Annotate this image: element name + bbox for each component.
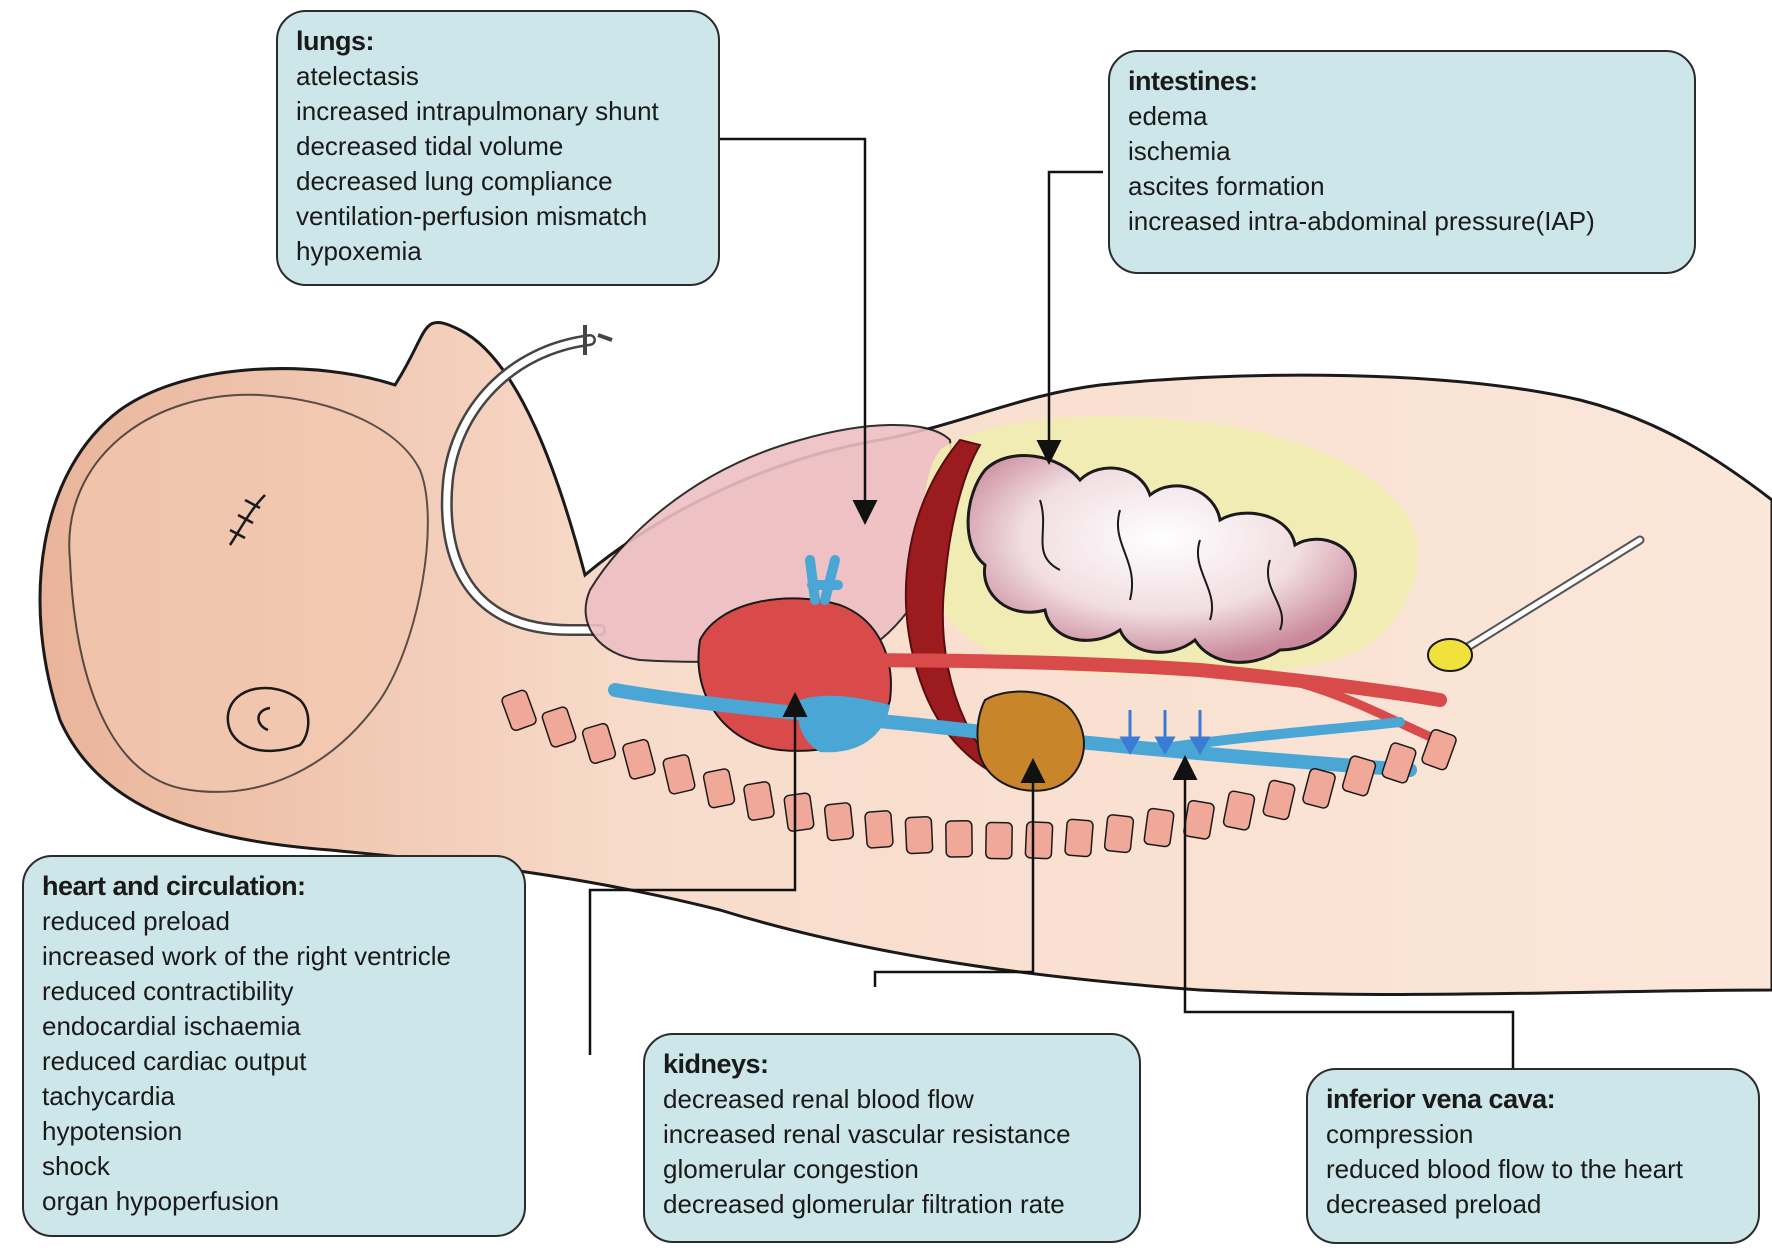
ivc-list: compression reduced blood flow to the hea… xyxy=(1326,1117,1740,1222)
list-item: reduced cardiac output xyxy=(42,1046,307,1076)
vena-cava xyxy=(608,683,1417,777)
list-item: ventilation-perfusion mismatch xyxy=(296,201,648,231)
ear-icon xyxy=(226,686,310,753)
list-item: decreased lung compliance xyxy=(296,166,613,196)
inferior-vena-cava-box: inferior vena cava: compression reduced b… xyxy=(1306,1068,1760,1244)
aortic-arch xyxy=(805,555,843,605)
vertebra xyxy=(864,810,894,849)
list-item: reduced preload xyxy=(42,906,230,936)
heart-and-circulation-box: heart and circulation: reduced preload in… xyxy=(22,855,526,1237)
vertebra xyxy=(945,820,973,858)
vertebra xyxy=(702,768,736,809)
vertebra xyxy=(783,792,815,832)
aorta xyxy=(793,653,1447,707)
list-item: decreased renal blood flow xyxy=(663,1084,974,1114)
list-item: increased intrapulmonary shunt xyxy=(296,96,659,126)
vertebra xyxy=(541,706,577,748)
list-item: increased renal vascular resistance xyxy=(663,1119,1071,1149)
ivc-title: inferior vena cava: xyxy=(1326,1084,1556,1114)
list-item: increased intra-abdominal pressure(IAP) xyxy=(1128,206,1595,236)
list-item: organ hypoperfusion xyxy=(42,1186,280,1216)
vertebra xyxy=(1222,790,1256,831)
intestines xyxy=(966,454,1357,664)
list-item: increased work of the right ventricle xyxy=(42,941,451,971)
list-item: ischemia xyxy=(1128,136,1231,166)
list-item: hypotension xyxy=(42,1116,183,1146)
list-item: edema xyxy=(1128,101,1208,131)
list-item: ascites formation xyxy=(1128,171,1325,201)
vertebra xyxy=(1302,767,1336,809)
vertebra xyxy=(1421,728,1457,771)
vertebra xyxy=(823,802,855,842)
intestines-list: edema ischemia ascites formation increased … xyxy=(1128,99,1676,239)
list-item: reduced contractibility xyxy=(42,976,294,1006)
pressure-arrows-icon xyxy=(1119,710,1211,756)
heart-list: reduced preload increased work of the rig… xyxy=(42,904,506,1219)
lungs-box: lungs: atelectasis increased intrapulmona… xyxy=(276,10,720,286)
intestines-box: intestines: edema ischemia ascites formati… xyxy=(1108,50,1696,274)
vertebra xyxy=(1064,818,1094,858)
vertebra xyxy=(1381,742,1417,784)
intestines-title: intestines: xyxy=(1128,66,1258,96)
vertebra xyxy=(1143,807,1175,848)
vertebra xyxy=(985,821,1013,860)
spine xyxy=(501,689,1457,860)
vertebra xyxy=(581,722,617,764)
heart-title: heart and circulation: xyxy=(42,871,306,901)
list-item: compression xyxy=(1326,1119,1474,1149)
head xyxy=(68,393,429,793)
list-item: shock xyxy=(42,1151,110,1181)
leader-lines xyxy=(588,137,1515,1068)
list-item: endocardial ischaemia xyxy=(42,1011,301,1041)
list-item: atelectasis xyxy=(296,61,419,91)
kidneys-list: decreased renal blood flow increased rena… xyxy=(663,1082,1121,1222)
vertebra xyxy=(1103,814,1135,854)
vertebra xyxy=(743,781,775,821)
vertebra xyxy=(501,689,537,732)
list-item: hypoxemia xyxy=(296,236,422,266)
vertebra xyxy=(904,816,934,855)
vertebra xyxy=(662,754,696,795)
lungs-list: atelectasis increased intrapulmonary shun… xyxy=(296,59,700,269)
lungs-title: lungs: xyxy=(296,26,375,56)
kidneys-title: kidneys: xyxy=(663,1049,769,1079)
list-item: reduced blood flow to the heart xyxy=(1326,1154,1684,1184)
kidneys-box: kidneys: decreased renal blood flow incre… xyxy=(643,1033,1141,1243)
vertebra xyxy=(1262,779,1296,821)
list-item: decreased preload xyxy=(1326,1189,1542,1219)
list-item: decreased glomerular filtration rate xyxy=(663,1189,1065,1219)
vertebra xyxy=(1183,799,1215,840)
vertebra xyxy=(1341,755,1377,797)
vertebra xyxy=(1024,821,1054,860)
list-item: glomerular congestion xyxy=(663,1154,919,1184)
list-item: decreased tidal volume xyxy=(296,131,564,161)
vertebra xyxy=(622,738,656,780)
kidney xyxy=(976,690,1085,792)
list-item: tachycardia xyxy=(42,1081,175,1111)
eye-icon xyxy=(228,494,266,546)
